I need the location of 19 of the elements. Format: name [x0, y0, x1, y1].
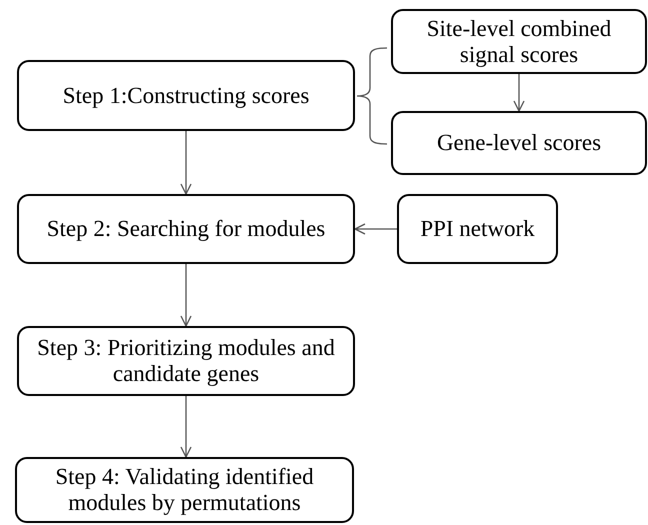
box-label: Step 3: Prioritizing modules and candidate genes	[36, 335, 336, 387]
box-label: Step 2: Searching for modules	[46, 216, 326, 242]
process-box	[391, 9, 647, 74]
arrow	[180, 131, 192, 195]
arrow	[180, 264, 192, 327]
box-label: PPI network	[420, 216, 535, 242]
box-label: Step 1:Constructing scores	[62, 82, 310, 108]
box-label: Step 4: Validating identified modules by permutations	[54, 464, 315, 516]
process-box	[17, 326, 355, 396]
process-box	[17, 60, 355, 131]
arrow	[354, 223, 397, 235]
box-label: Gene-level scores	[436, 130, 602, 156]
process-box	[15, 457, 354, 523]
process-box	[17, 194, 355, 264]
box-label: Site-level combined signal scores	[426, 16, 612, 68]
process-box	[397, 194, 558, 264]
arrow	[513, 74, 525, 112]
arrow	[180, 396, 192, 458]
process-box	[391, 111, 647, 175]
